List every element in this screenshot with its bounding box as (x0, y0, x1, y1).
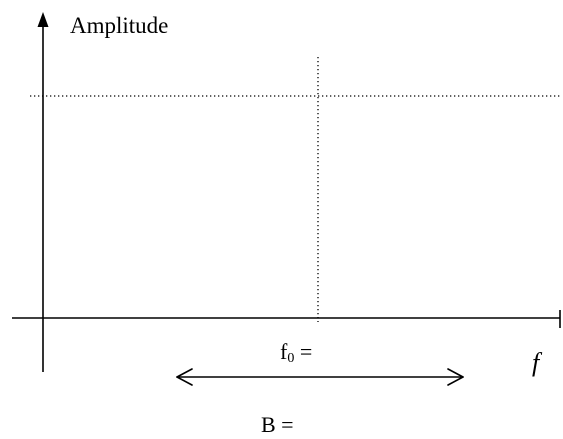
x-axis-label: f (532, 348, 540, 377)
center-frequency-label: f0 = (280, 341, 312, 366)
center-frequency-equals: = (294, 339, 313, 364)
bandwidth-double-arrow (176, 368, 464, 386)
center-frequency-symbol: f (280, 339, 288, 364)
bandwidth-label: B = (261, 412, 294, 437)
center-frequency-subscript: 0 (287, 351, 295, 366)
y-axis-label: Amplitude (70, 13, 169, 38)
y-axis-arrowhead (37, 12, 49, 27)
